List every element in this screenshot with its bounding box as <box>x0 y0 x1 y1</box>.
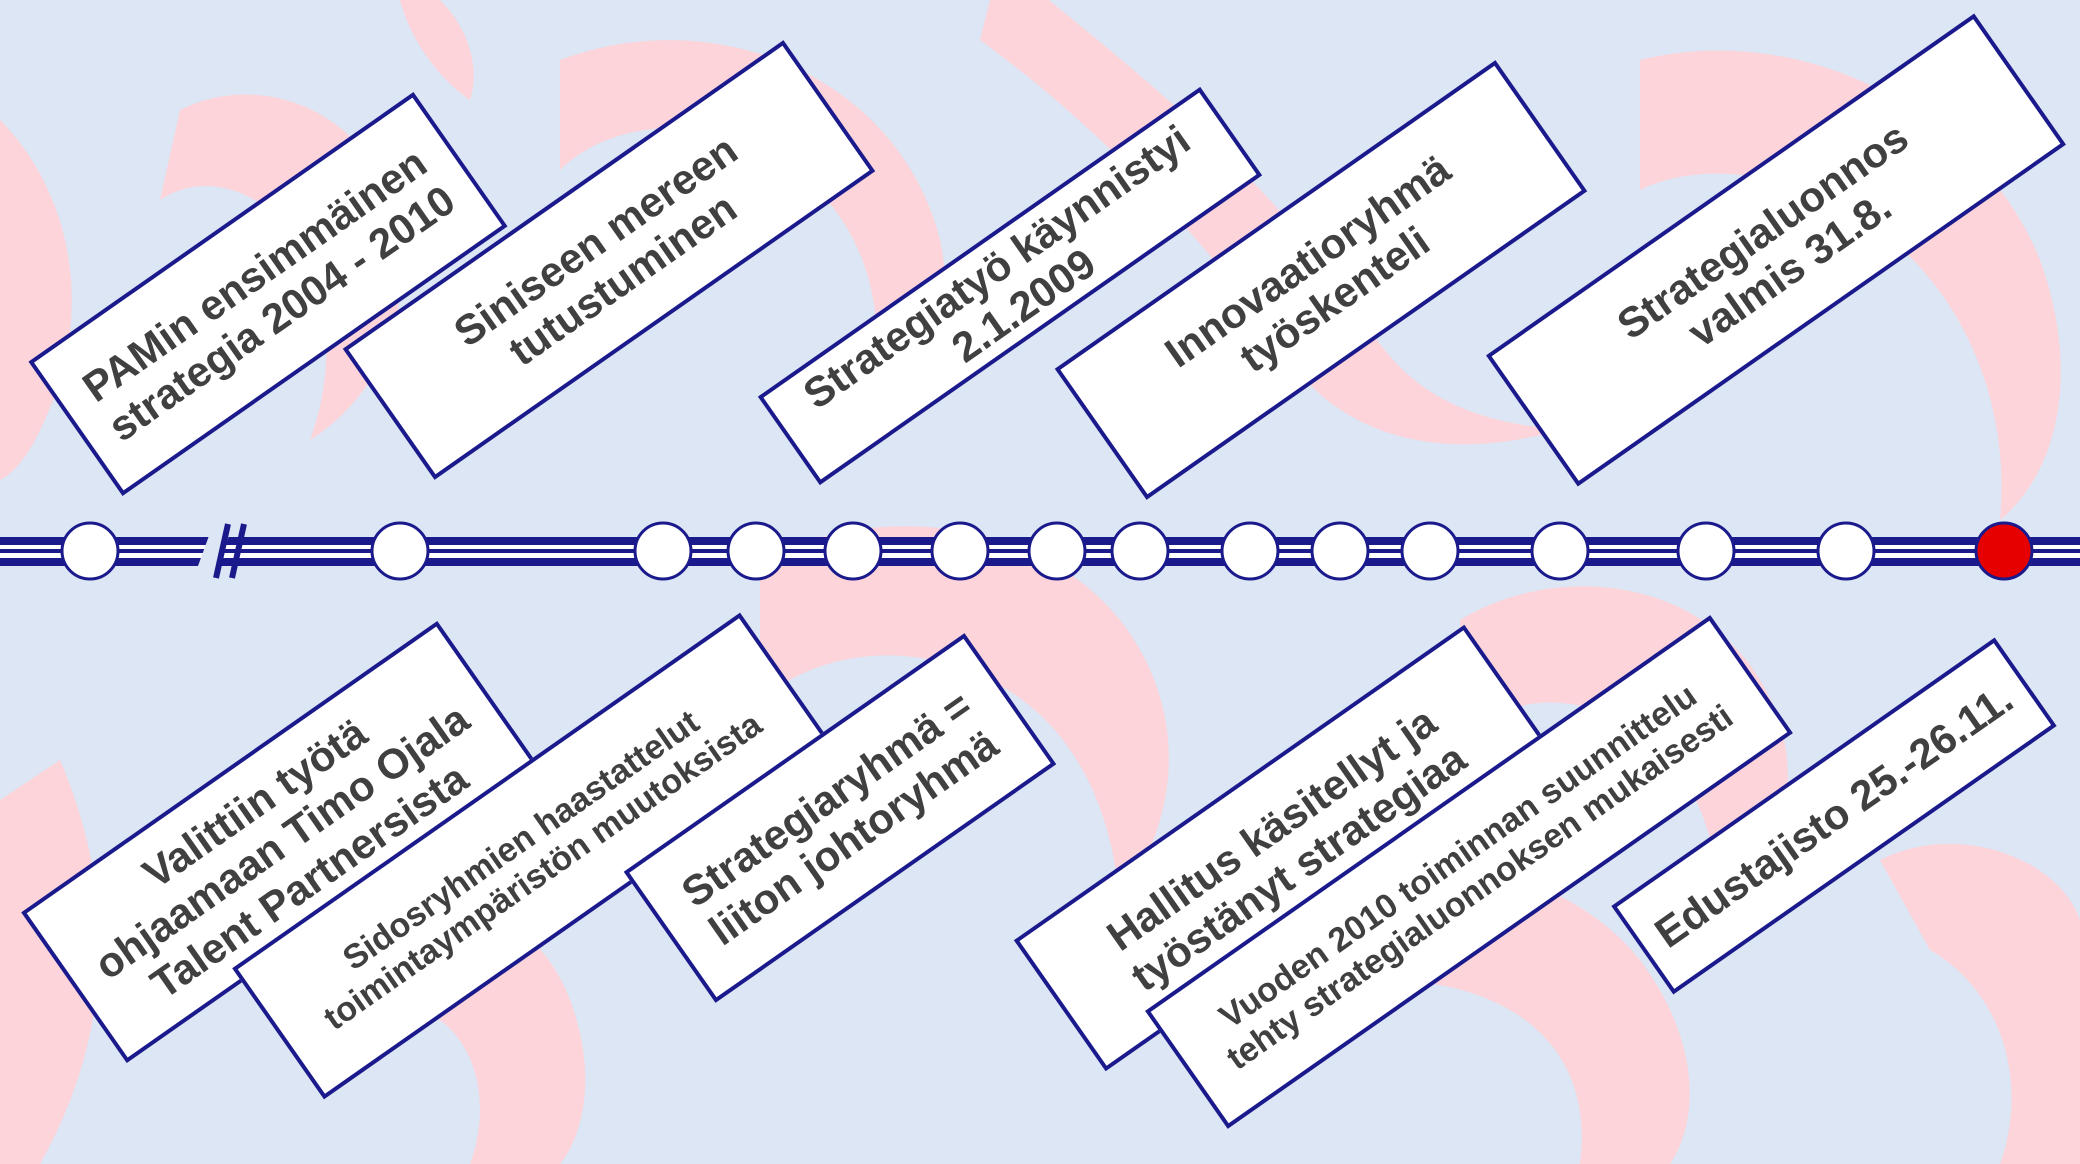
timeline-node <box>1027 521 1087 581</box>
timeline-node <box>1530 521 1590 581</box>
timeline-node <box>633 521 693 581</box>
timeline-node <box>1110 521 1170 581</box>
timeline-break-mark <box>191 520 247 584</box>
timeline-node <box>1676 521 1736 581</box>
timeline-node <box>1220 521 1280 581</box>
timeline-nodes <box>60 521 2034 581</box>
timeline-node <box>823 521 883 581</box>
timeline-node <box>1400 521 1460 581</box>
timeline-node-current <box>1974 521 2034 581</box>
timeline-node <box>930 521 990 581</box>
timeline-node <box>1816 521 1876 581</box>
timeline-node <box>726 521 786 581</box>
timeline-node <box>1310 521 1370 581</box>
timeline-node <box>370 521 430 581</box>
timeline-node <box>60 521 120 581</box>
